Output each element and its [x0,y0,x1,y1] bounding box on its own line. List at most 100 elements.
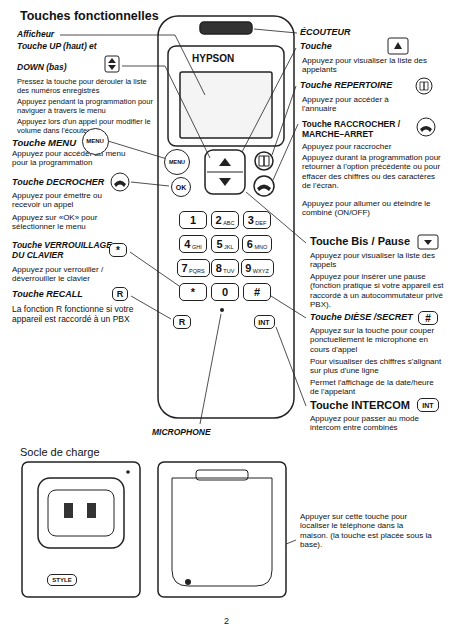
key-label: 8 [216,262,222,274]
pickup-icon [111,173,129,191]
callout-heading: Touche [300,41,380,52]
round-button: OK [171,177,191,197]
key-letters: WXYZ [253,268,269,276]
callout-text: Pressez la touche pour dérouler la liste… [17,78,157,96]
callout-text: Appuyez pour émettre ou recevoir un appe… [12,191,124,210]
charge-contact [87,503,96,518]
list-icon [388,38,408,54]
key-button: * [109,243,127,257]
key-button: R [112,287,128,301]
callout-text: Appuyez pour accéder au menu pour la pro… [12,149,134,168]
callout-heading: Touche RACCROCHER / MARCHE–ARRET [302,119,414,139]
callout-heading: ÉCOUTEUR [300,27,420,38]
key-label: R [117,289,124,299]
callout-heading: Touche DIÈSE /SECRET [310,312,416,323]
key-button: 2ABC [211,211,239,229]
callout-heading: Touche UP (haut) et [17,41,107,51]
callout-text: Appuyez pour visualiser la liste des rap… [310,251,444,270]
key-letters: GHI [192,244,202,252]
charge-contact [64,503,73,518]
nav-arrows [219,158,231,186]
key-label: 4 [184,238,190,250]
callout-text: Appuyez pour raccrocher [302,142,442,151]
callout-heading: Afficheur [17,29,137,39]
round-button: MENU [164,149,190,175]
callout-heading: Touche VERROUILLAGE DU CLAVIER [12,240,112,260]
earpiece [200,22,252,34]
key-label: 2 [216,214,222,226]
handset-body [158,16,294,418]
phonebook-button [255,152,273,170]
callout-heading: HYPSON [192,53,262,65]
key-label: 5 [216,238,222,250]
key-button: R [173,315,191,329]
key-letters: ABC [223,220,234,228]
hangup-button [254,176,274,196]
callout-heading: MICROPHONE [152,427,252,437]
key-label: INT [422,402,433,409]
callout-text: Permet l'affichage de la date/heure de l… [310,378,444,397]
key-button: 4GHI [179,235,207,253]
screen-housing [168,46,284,146]
key-label: STYLE [52,577,71,583]
callout-heading: Touche RECALL [12,289,112,300]
key-letters: JKL [224,244,233,252]
charging-base-bottom [158,462,286,597]
led [126,470,130,474]
paging-button [185,579,191,585]
callout-text: 2 [224,616,236,627]
key-label: * [191,286,195,298]
key-label: MENU [86,138,104,144]
callout-heading: Touche DECROCHER [12,177,112,188]
key-letters: PQRS [189,268,205,276]
callout-heading: Touche REPERTOIRE [300,80,412,91]
hangup-icon [417,118,435,136]
key-label: 7 [181,262,187,274]
key-button: # [243,283,271,301]
key-label: OK [176,184,187,191]
key-button: INT [254,315,275,329]
charging-base-front [22,462,140,597]
callout-text: Appuyez durant la programmation pour ret… [302,153,444,191]
key-button: 6MNO [242,235,272,253]
callout-text: Appuyez pour accéder à l'annuaire [302,95,416,114]
callout-text: Socle de charge [20,446,170,459]
callout-text: Appuyez pour verrouiller / déverrouiller… [12,265,124,284]
key-label: 6 [247,238,253,250]
key-label: 1 [190,214,196,226]
callout-text: Pour visualiser des chiffres s'alignant … [310,357,444,376]
key-button: 3DEF [243,211,271,229]
key-button: INT [417,398,439,412]
page-title: Touches fonctionnelles [20,9,159,24]
key-button: # [418,311,438,325]
key-label: * [116,245,120,256]
updown-icon [105,56,119,72]
hangup-glyph [257,185,271,192]
key-button: STYLE [47,574,77,586]
key-button: * [179,283,207,301]
callout-heading: Touche MENU [12,137,82,148]
key-letters: TUV [223,268,234,276]
callout-text: Appuyez pour insérer une pause (fonction… [310,272,444,310]
key-button: 8TUV [211,259,239,277]
callout-text: Appuyez pendant la programmation pour na… [17,98,157,116]
callout-text: La fonction R fonctionne si votre appare… [12,304,154,324]
callout-heading: Touche INTERCOM [310,399,418,412]
key-button: 7PQRS [177,259,210,277]
key-label: R [179,317,186,327]
phonebook-icon [416,78,432,94]
display-screen [180,72,272,138]
key-button: 5JKL [211,235,239,253]
nav-rocker [205,150,245,194]
key-label: # [254,286,260,298]
key-label: 9 [245,262,251,274]
callout-text: Appuyez sur la touche pour couper ponctu… [310,326,444,354]
key-button: 0 [211,283,239,301]
key-label: 0 [222,286,228,298]
handset-cradle [38,478,124,548]
key-letters: MNO [254,244,267,252]
redial-icon [418,235,438,249]
key-label: 3 [248,214,254,226]
callout-heading: DOWN (bas) [17,62,97,72]
key-button: 1 [179,211,207,229]
